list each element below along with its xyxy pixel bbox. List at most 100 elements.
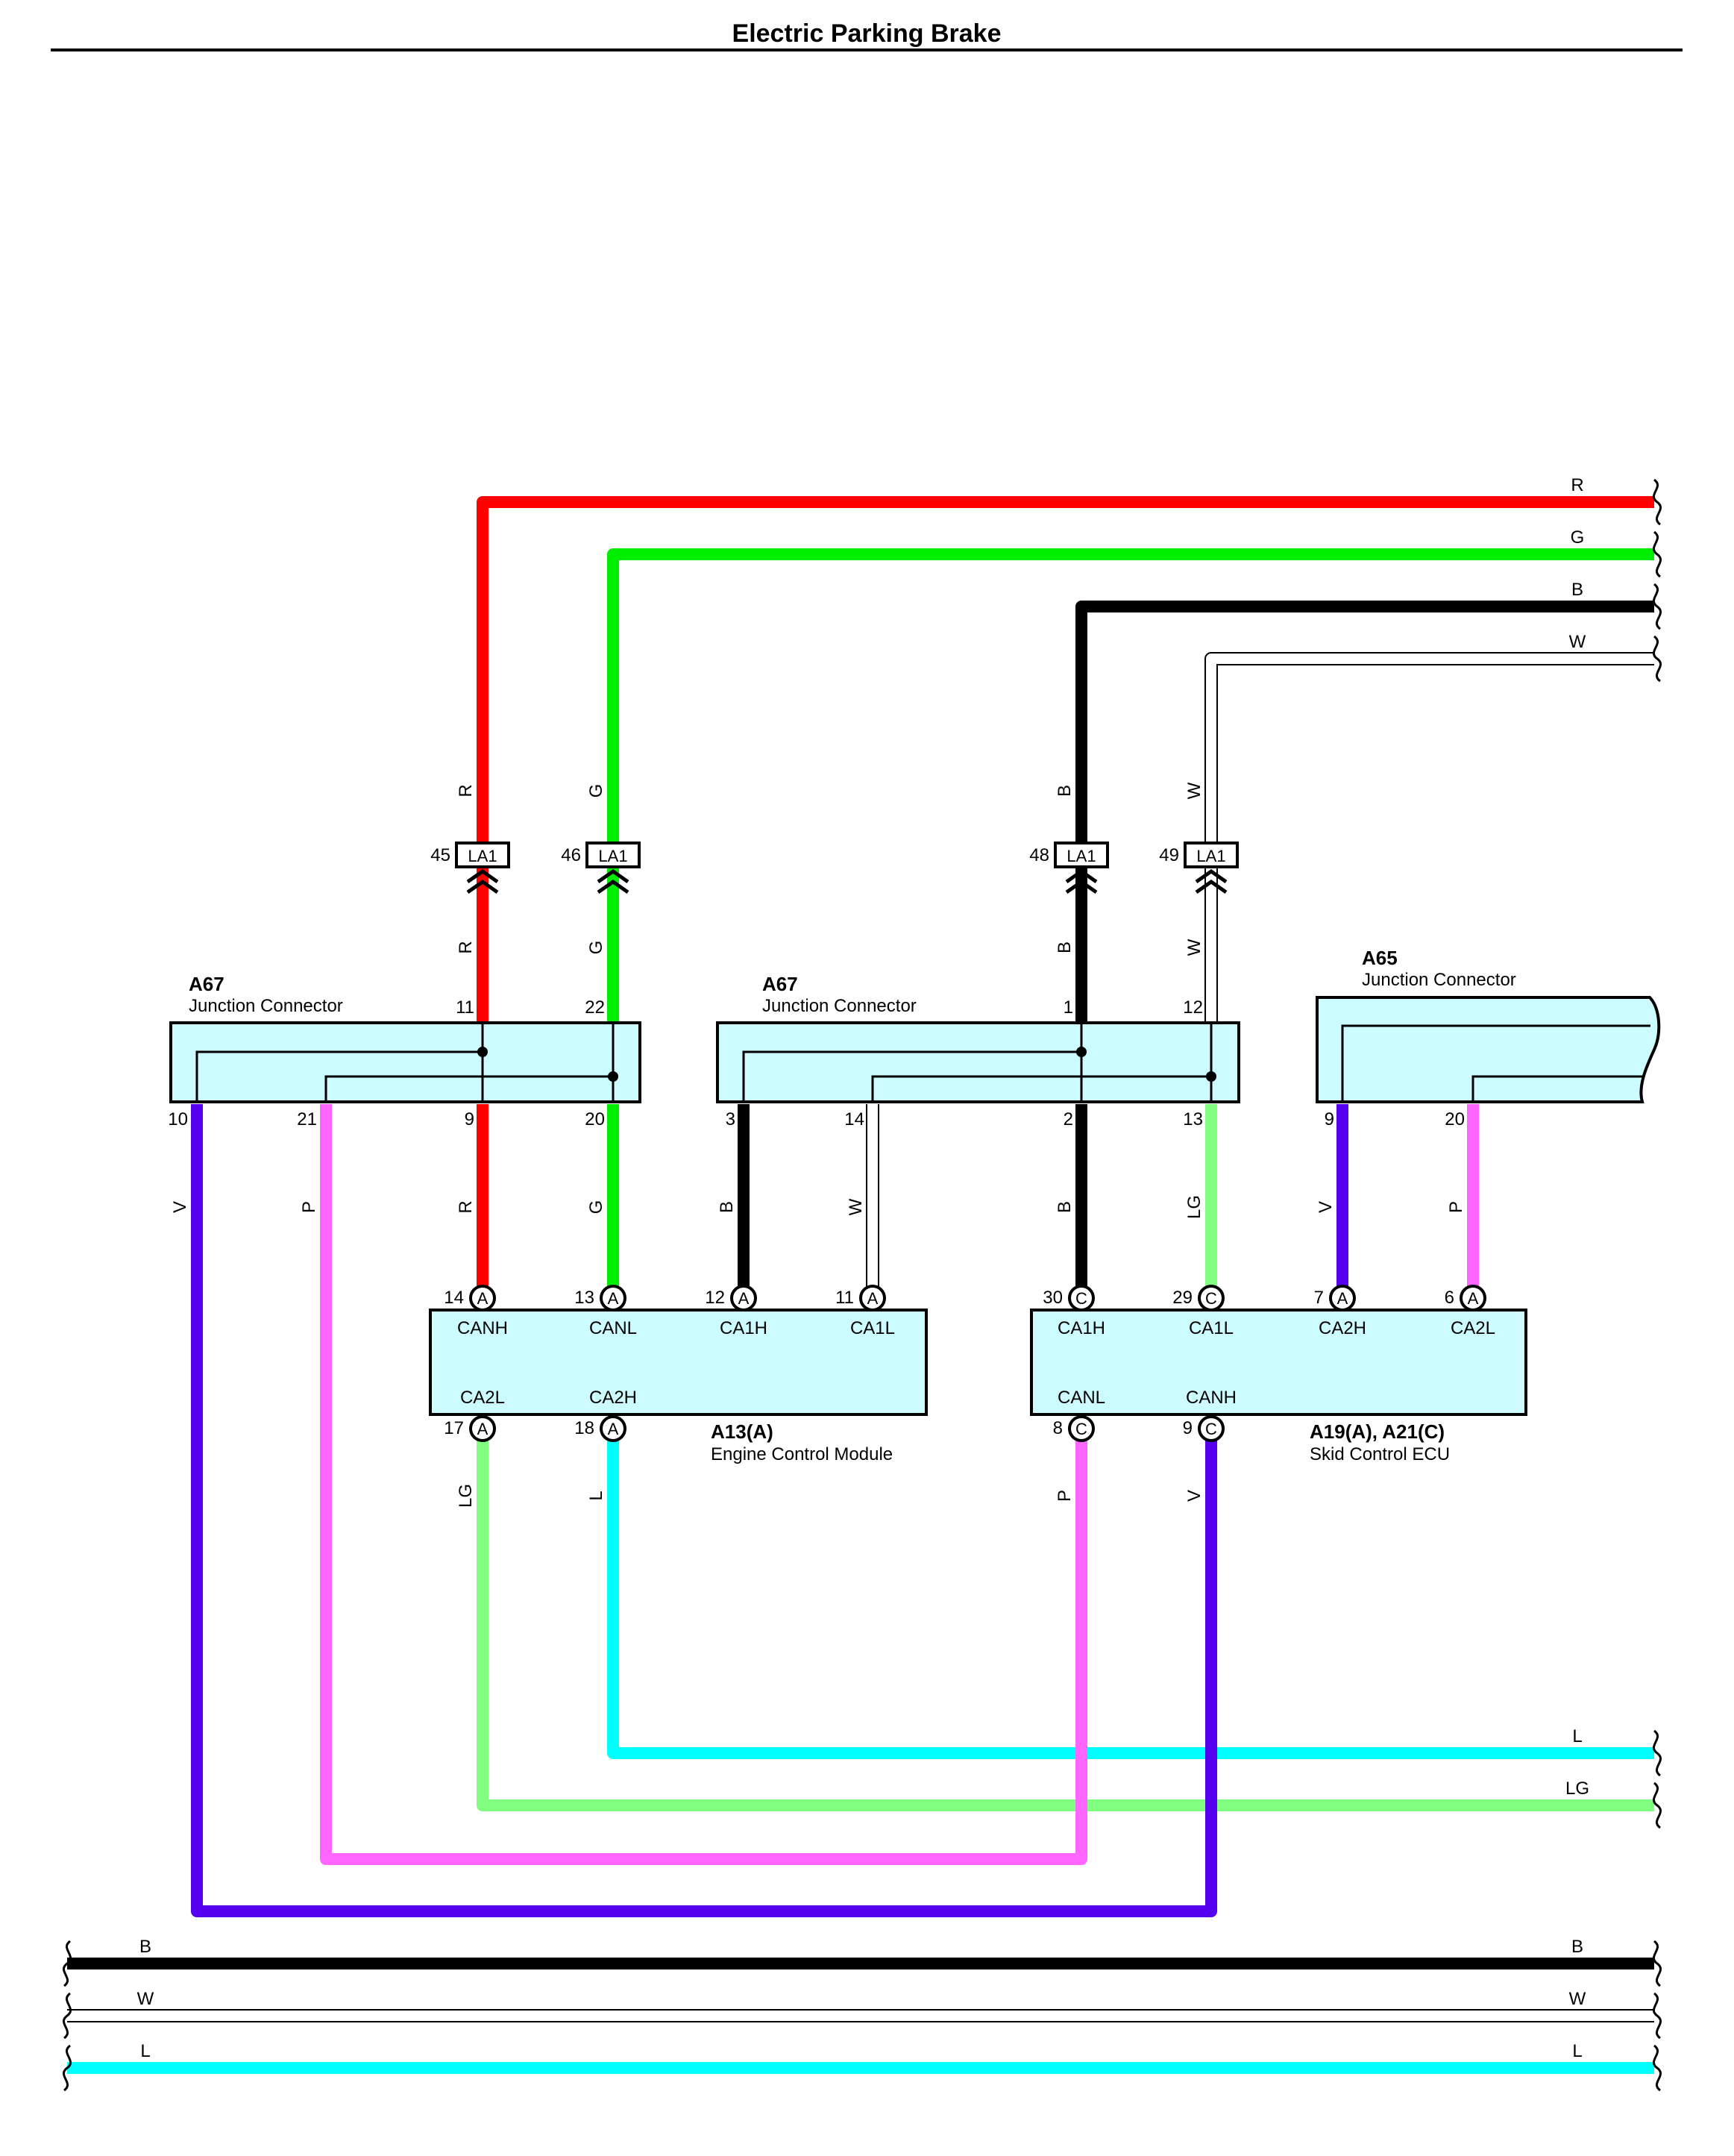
- vlabel-b-3: B: [717, 1201, 737, 1213]
- skid-pin-num: 6: [1445, 1288, 1454, 1308]
- ecm-pin-label: CA2H: [589, 1388, 637, 1408]
- ecm-id: A13(A): [711, 1420, 773, 1443]
- vlabel-r-3: R: [456, 1200, 476, 1213]
- splice-dot: [1076, 1047, 1087, 1057]
- pin-terminal: [469, 1285, 496, 1312]
- ecm-pin-num: 14: [444, 1288, 464, 1308]
- a67-mid-id: A67: [762, 973, 798, 995]
- ecm-pin-conn: A: [867, 1289, 879, 1308]
- break-w: [1652, 635, 1662, 683]
- pin-terminal: [469, 1415, 496, 1442]
- wires: [67, 496, 1654, 2074]
- ecm-pin-num: 13: [574, 1288, 594, 1308]
- pin-terminal: [730, 1285, 757, 1312]
- a67-mid-pin-3: 3: [726, 1109, 735, 1129]
- break-g: [1652, 530, 1662, 578]
- pin-terminal: [859, 1285, 886, 1312]
- vlabel-b-1: B: [1055, 785, 1075, 797]
- break-bus-l-left: [62, 2044, 72, 2092]
- chevron-up-icon: [597, 868, 629, 894]
- vlabel-w-3: W: [846, 1198, 866, 1215]
- a67-mid-name: Junction Connector: [762, 996, 917, 1016]
- skid-pin-num: 8: [1053, 1418, 1063, 1438]
- skid-pin-conn: C: [1075, 1420, 1087, 1438]
- vlabel-b-4: B: [1055, 1201, 1075, 1213]
- a67-mid-junction: A67 Junction Connector 1 12 3 14 2 13: [716, 973, 1240, 1129]
- vlabel-w-1: W: [1184, 782, 1204, 799]
- inline-name-46: LA1: [598, 847, 627, 865]
- ecm-pin-11: 11 A CA1L: [835, 1285, 895, 1338]
- bus-label-b-left: B: [139, 1937, 151, 1957]
- ecm-pin-label: CA1H: [720, 1318, 767, 1338]
- a67-mid-pin-14: 14: [844, 1109, 864, 1129]
- pin-terminal: [1198, 1285, 1225, 1312]
- bus-label-l-left: L: [140, 2041, 150, 2061]
- splice-dot: [1206, 1071, 1216, 1082]
- skid-name: Skid Control ECU: [1310, 1444, 1450, 1464]
- skid-pin-label: CA2L: [1451, 1318, 1495, 1338]
- vlabel-p-left: P: [299, 1201, 319, 1213]
- vlabel-v-2: V: [1184, 1490, 1204, 1502]
- wire-l-ecm: [607, 1429, 1654, 1759]
- inline-pin-49: 49: [1159, 845, 1179, 865]
- vlabel-lg-1: LG: [1184, 1195, 1204, 1219]
- pin-terminal: [1198, 1415, 1225, 1442]
- break-bus-b-right: [1652, 1940, 1662, 1987]
- vlabel-p-1: P: [1446, 1201, 1466, 1213]
- inline-connector-46: 46 LA1: [561, 842, 641, 894]
- a65-pin-20: 20: [1445, 1109, 1465, 1129]
- skid-box: [1030, 1309, 1527, 1416]
- splice-dot: [477, 1047, 488, 1057]
- a65-box: [1316, 996, 1661, 1103]
- skid-pin-conn: A: [1337, 1289, 1348, 1308]
- page-title: Electric Parking Brake: [732, 19, 1002, 48]
- ecm-pin-18: CA2H 18 A: [574, 1388, 637, 1442]
- a67-mid-box: [716, 1021, 1240, 1103]
- vlabel-w-2: W: [1184, 938, 1204, 956]
- vlabel-v-left: V: [170, 1201, 190, 1213]
- skid-pin-29: 29 C CA1L: [1172, 1285, 1234, 1338]
- inline-connector-49: 49 LA1: [1159, 842, 1239, 894]
- inline-connector-45: 45 LA1: [430, 842, 510, 894]
- skid-id: A19(A), A21(C): [1310, 1420, 1445, 1443]
- wire-g: [607, 548, 1654, 1022]
- a67-mid-pin-1: 1: [1064, 997, 1073, 1018]
- ecm-box: [429, 1309, 928, 1416]
- wire-w-top: [1206, 654, 1654, 1022]
- break-l: [1652, 1729, 1662, 1777]
- vlabel-r-1: R: [456, 784, 476, 797]
- skid-pin-8: CANL 8 C: [1053, 1388, 1105, 1442]
- inline-name-49: LA1: [1196, 847, 1225, 865]
- ecm-pin-13: 13 A CANL: [574, 1285, 637, 1338]
- skid-pin-num: 29: [1172, 1288, 1193, 1308]
- break-bus-b-left: [62, 1940, 72, 1987]
- bus-label-w-right: W: [1569, 1989, 1586, 2009]
- pin-terminal: [1068, 1415, 1095, 1442]
- skid-pin-9: CANH 9 C: [1183, 1388, 1237, 1442]
- skid-pin-label: CANL: [1058, 1388, 1105, 1408]
- vlabel-r-2: R: [456, 941, 476, 953]
- wire-break-symbols: [62, 478, 1662, 2092]
- ecm-pin-num: 18: [574, 1418, 594, 1438]
- break-lg: [1652, 1781, 1662, 1829]
- break-b: [1652, 583, 1662, 630]
- a67-left-pin-9: 9: [465, 1109, 474, 1129]
- a67-left-pin-20: 20: [585, 1109, 605, 1129]
- inline-name-45: LA1: [468, 847, 497, 865]
- engine-control-module: 14 A CANH 13 A CANL 12 A CA1H 11 A CA1L …: [429, 1285, 928, 1464]
- ecm-pin-num: 12: [705, 1288, 725, 1308]
- a67-mid-pin-13: 13: [1183, 1109, 1203, 1129]
- a65-pin-9: 9: [1325, 1109, 1334, 1129]
- chevron-up-icon: [466, 868, 499, 894]
- skid-pin-label: CA1H: [1058, 1318, 1105, 1338]
- wire-lg-ecm: [477, 1429, 1654, 1811]
- a65-id: A65: [1362, 947, 1398, 969]
- wire-label-r-end: R: [1571, 475, 1583, 495]
- skid-pin-num: 9: [1183, 1418, 1193, 1438]
- a67-left-box: [169, 1021, 641, 1103]
- a67-left-pin-21: 21: [297, 1109, 317, 1129]
- inline-connectors: 45 LA1 46 LA1 48 LA1 49 LA1: [430, 842, 1239, 894]
- skid-pin-6: 6 A CA2L: [1445, 1285, 1495, 1338]
- a67-mid-pin-12: 12: [1183, 997, 1203, 1018]
